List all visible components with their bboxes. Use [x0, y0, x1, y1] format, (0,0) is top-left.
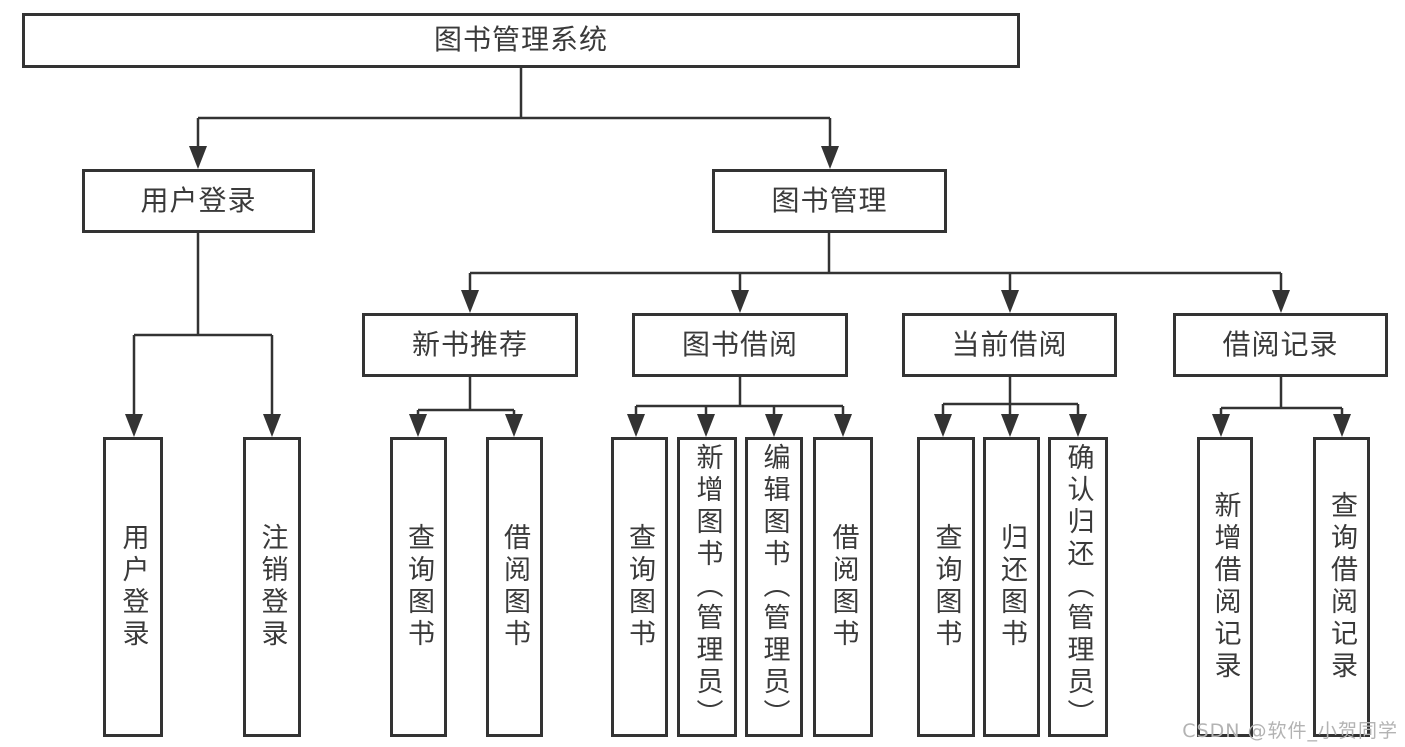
- arrow-down-icon: [934, 414, 952, 437]
- node-label: 借阅图书: [827, 523, 859, 651]
- node-new-book-recommend: 新书推荐: [362, 313, 578, 377]
- node-borrow-records: 借阅记录: [1173, 313, 1388, 377]
- node-current-borrowing: 当前借阅: [902, 313, 1117, 377]
- node-label: 新增图书（管理员）: [691, 443, 723, 731]
- node-label: 用户登录: [117, 523, 149, 651]
- arrow-down-icon: [461, 290, 479, 313]
- node-label: 当前借阅: [951, 327, 1068, 361]
- connector-book-mgmt-to-level3: [468, 233, 1283, 292]
- node-label: 归还图书: [996, 523, 1027, 651]
- connector-current-borrow-to-leaves: [941, 377, 1080, 416]
- node-leaf-borrow-books-borrowing: 借阅图书: [813, 437, 873, 737]
- node-label: 图书管理: [771, 183, 888, 217]
- arrow-down-icon: [1001, 414, 1019, 437]
- node-label: 确认归还（管理员）: [1062, 443, 1094, 731]
- arrow-down-icon: [1069, 414, 1087, 437]
- connector-root-to-level2: [196, 68, 832, 148]
- connector-book-borrow-to-leaves: [634, 377, 845, 416]
- node-leaf-query-books-current: 查询图书: [917, 437, 975, 737]
- arrow-down-icon: [189, 146, 207, 169]
- arrow-down-icon: [1272, 290, 1290, 313]
- arrow-down-icon: [125, 414, 143, 437]
- arrow-down-icon: [627, 414, 645, 437]
- arrow-down-icon: [834, 414, 852, 437]
- arrow-down-icon: [821, 146, 839, 169]
- node-label: 编辑图书（管理员）: [758, 443, 790, 731]
- node-leaf-edit-book-admin: 编辑图书（管理员）: [745, 437, 803, 737]
- node-leaf-query-borrow-record: 查询借阅记录: [1313, 437, 1370, 737]
- node-leaf-add-book-admin: 新增图书（管理员）: [677, 437, 737, 737]
- node-label: 查询图书: [930, 523, 962, 651]
- node-leaf-confirm-return-admin: 确认归还（管理员）: [1048, 437, 1108, 737]
- node-user-login: 用户登录: [82, 169, 315, 233]
- node-leaf-add-borrow-record: 新增借阅记录: [1197, 437, 1253, 737]
- arrow-down-icon: [263, 414, 281, 437]
- node-leaf-query-books-borrowing: 查询图书: [611, 437, 668, 737]
- node-label: 查询图书: [624, 523, 655, 651]
- arrow-down-icon: [1001, 290, 1019, 313]
- node-label: 用户登录: [140, 183, 257, 217]
- node-label: 图书借阅: [681, 327, 798, 361]
- arrow-down-icon: [731, 290, 749, 313]
- node-label: 查询图书: [403, 523, 434, 651]
- node-label: 注销登录: [256, 523, 288, 651]
- node-library-system: 图书管理系统: [22, 13, 1020, 68]
- node-leaf-logout: 注销登录: [243, 437, 301, 737]
- node-label: 借阅图书: [499, 523, 530, 651]
- node-leaf-borrow-books-recommend: 借阅图书: [486, 437, 543, 737]
- arrow-down-icon: [1333, 414, 1351, 437]
- arrow-down-icon: [1212, 414, 1230, 437]
- node-label: 图书管理系统: [433, 23, 608, 57]
- node-book-borrowing: 图书借阅: [632, 313, 848, 377]
- connector-new-book-to-leaves: [416, 377, 516, 416]
- node-label: 查询借阅记录: [1326, 491, 1357, 683]
- node-book-management: 图书管理: [712, 169, 947, 233]
- node-leaf-query-books-recommend: 查询图书: [390, 437, 447, 737]
- arrow-down-icon: [765, 414, 783, 437]
- connector-borrow-records-to-leaves: [1219, 377, 1344, 416]
- arrowheads: [125, 146, 1351, 437]
- arrow-down-icon: [409, 414, 427, 437]
- node-label: 新增借阅记录: [1209, 491, 1241, 683]
- csdn-watermark: CSDN @软件_小贺同学: [1182, 720, 1398, 742]
- node-label: 新书推荐: [411, 327, 528, 361]
- node-leaf-user-login: 用户登录: [103, 437, 163, 737]
- arrow-down-icon: [697, 414, 715, 437]
- node-leaf-return-books: 归还图书: [983, 437, 1040, 737]
- node-label: 借阅记录: [1222, 327, 1339, 361]
- arrow-down-icon: [505, 414, 523, 437]
- connector-user-login-to-leaves: [132, 233, 274, 416]
